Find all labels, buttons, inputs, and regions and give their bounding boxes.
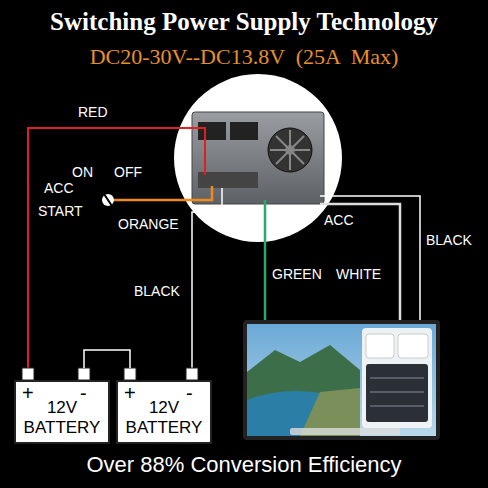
wire-label: ACC (324, 212, 354, 228)
wire-label: RED (78, 104, 108, 120)
terminal-sign: + (124, 382, 136, 405)
subtitle: DC20-30V--DC13.8V (25A Max) (0, 44, 488, 70)
jumper-wire (84, 350, 130, 368)
wire-label: WHITE (336, 266, 381, 282)
wire-label: ACC (44, 180, 74, 196)
monitor-screen (243, 320, 440, 440)
zoom-circle (174, 74, 342, 242)
orange-wire (113, 186, 212, 200)
terminal-sign: - (80, 382, 87, 405)
caption: Over 88% Conversion Efficiency (0, 452, 488, 478)
wire-label: START (38, 203, 83, 219)
wire-label: OFF (114, 164, 142, 180)
black-wire-2 (320, 196, 420, 322)
wire-label: ON (72, 164, 93, 180)
wire-label: GREEN (272, 266, 322, 282)
battery-terminals (22, 368, 198, 380)
white-wire (320, 204, 400, 322)
title: Switching Power Supply Technology (0, 8, 488, 36)
red-wire (28, 128, 205, 372)
wire-label: BLACK (134, 283, 180, 299)
ignition-switch (100, 188, 116, 212)
green-wire (264, 200, 267, 322)
black-wire (192, 188, 222, 372)
wire-label: BLACK (426, 232, 472, 248)
terminal-sign: - (186, 382, 193, 405)
wire-label: ORANGE (118, 216, 179, 232)
terminal-sign: + (22, 382, 34, 405)
